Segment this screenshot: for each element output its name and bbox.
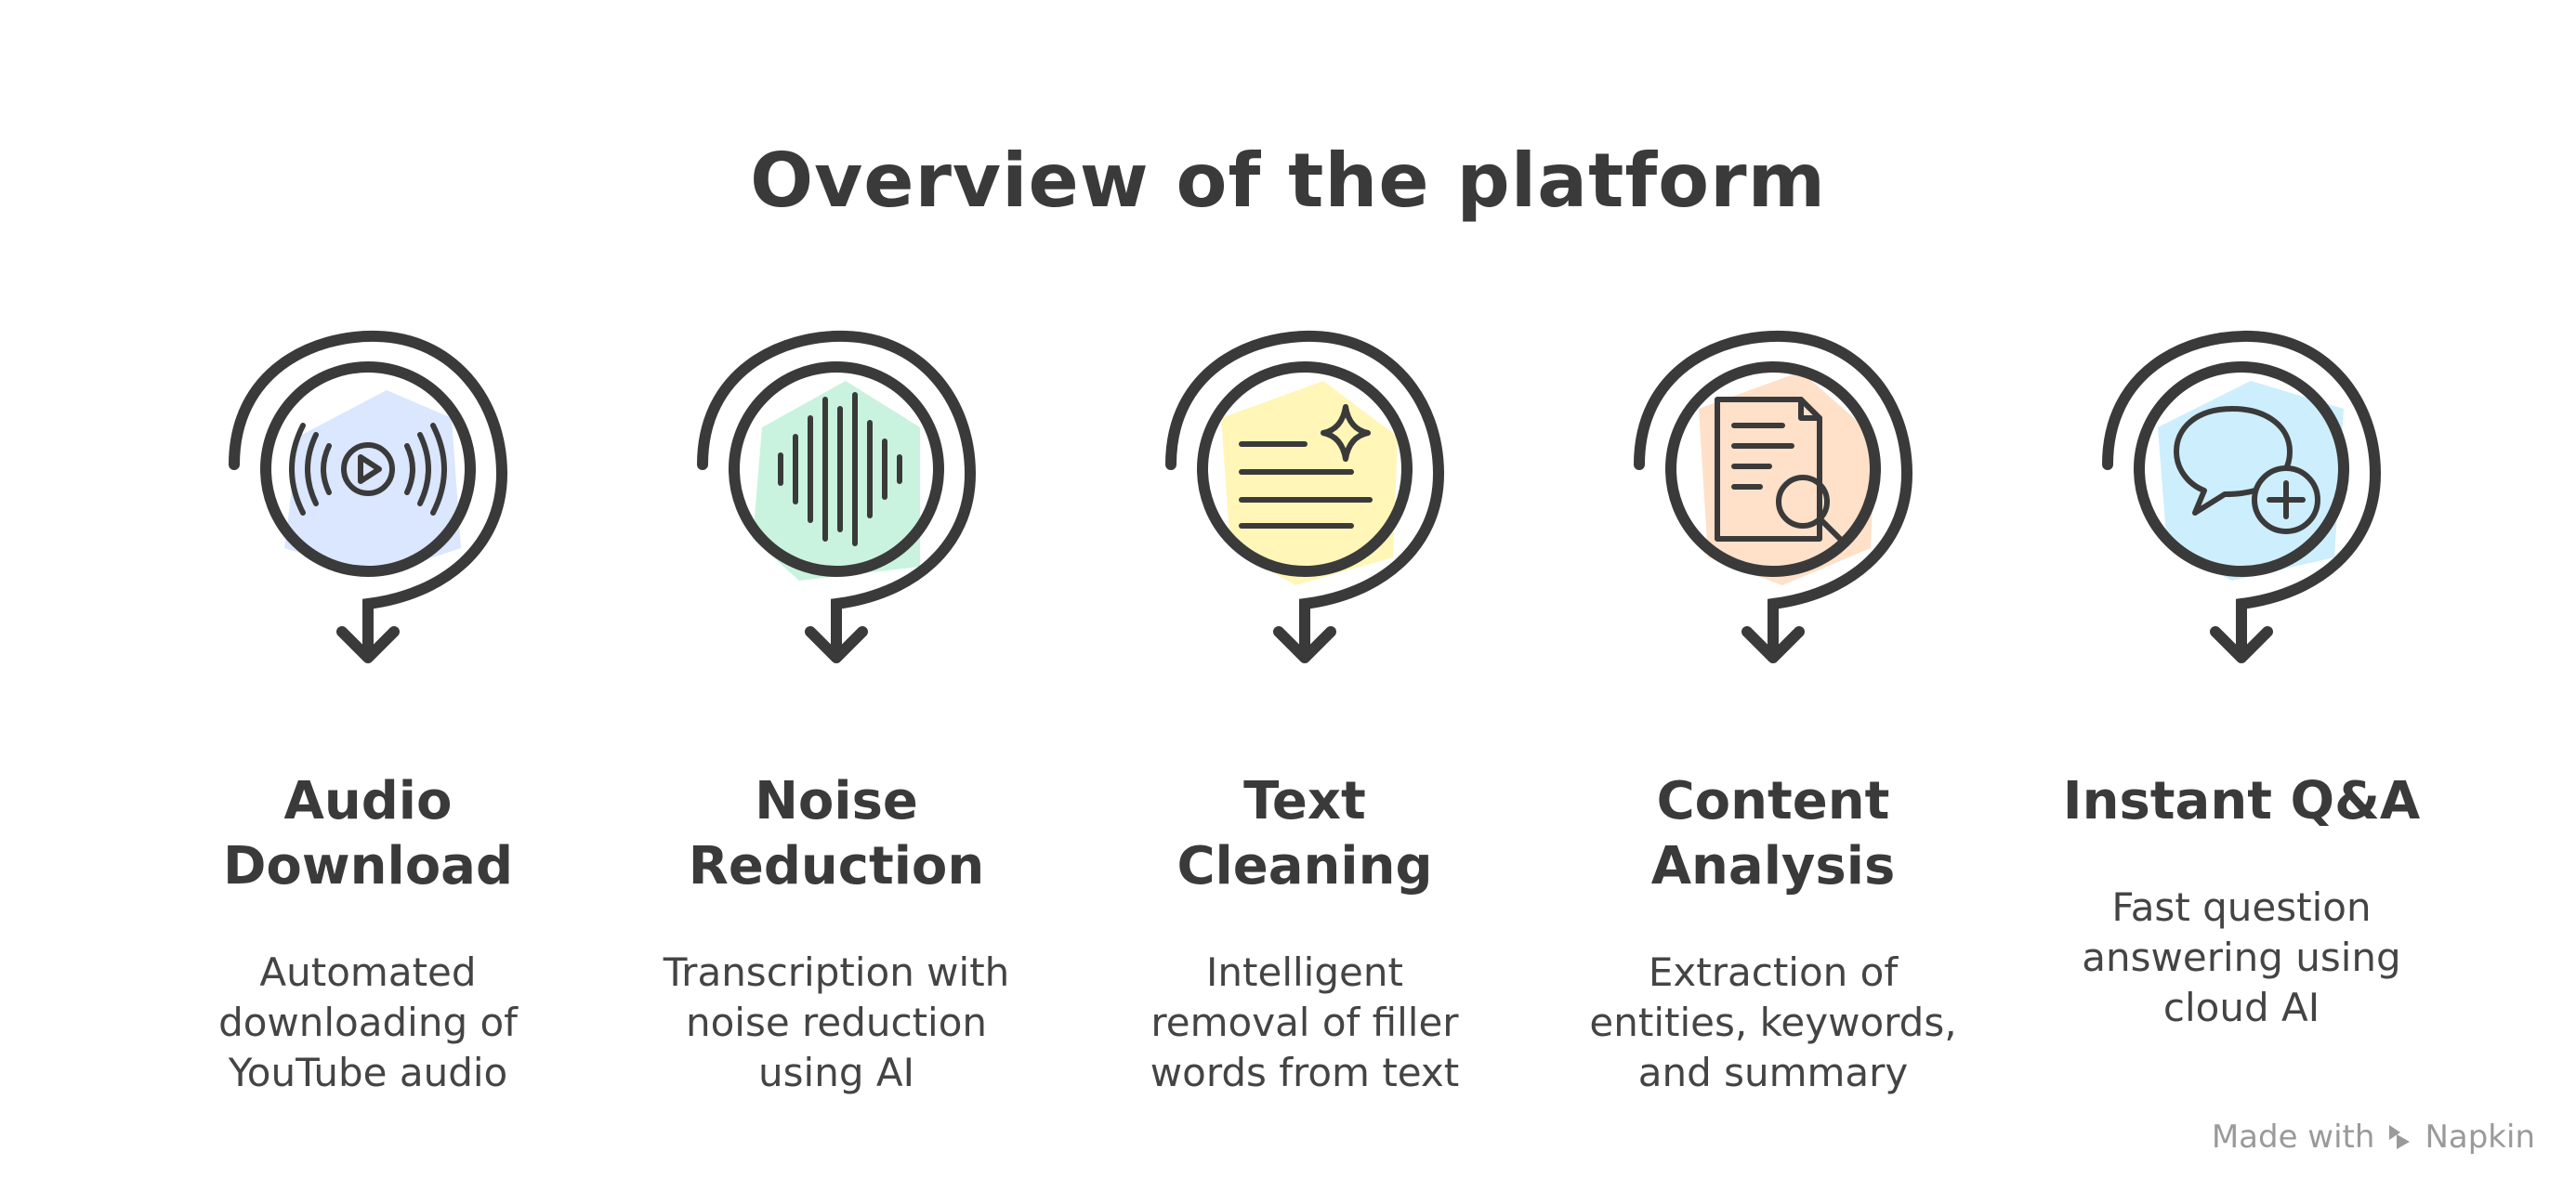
audio-play-icon [289,423,447,516]
document-search-icon [1715,397,1847,545]
step-description: Fast question answering using cloud AI [2082,884,2401,1030]
inner-ring [1197,361,1413,577]
arrow-down-icon [1273,626,1336,663]
arrow-down-icon [336,626,400,663]
chat-add-icon [2174,406,2320,534]
watermark: Made with Napkin [2212,1119,2535,1156]
step-description: Automated downloading of YouTube audio [218,949,518,1095]
step-description: Intelligent removal of filler words from… [1150,949,1460,1095]
diagram-title: Overview of the platform [750,137,1826,224]
sound-wave-icon [778,392,902,546]
inner-ring [729,361,944,577]
step-description: Transcription with noise reduction using… [663,949,1010,1095]
step-graphic [2102,330,2382,663]
color-blob [1221,381,1398,585]
inner-ring [260,361,476,577]
arrow-down-icon [2210,626,2273,663]
watermark-prefix: Made with [2211,1119,2375,1156]
arrow-down-icon [805,626,868,663]
outer-spiral [1165,330,1445,656]
outer-spiral [2102,330,2382,656]
step-heading: Instant Q&A [2062,771,2421,831]
outer-spiral [229,330,508,656]
step-graphic [1634,330,1913,663]
step-heading: Audio Download [222,771,514,896]
arrow-down-icon [1741,626,1805,663]
color-blob [753,381,920,581]
watermark-brand: Napkin [2425,1119,2535,1156]
napkin-logo-icon [2389,1125,2411,1149]
inner-ring [1665,361,1881,577]
step-heading: Text Cleaning [1176,771,1433,896]
sparkle-text-icon [1239,404,1373,529]
color-blob [284,390,461,576]
step-heading: Content Analysis [1650,771,1896,896]
outer-spiral [1634,330,1913,656]
outer-spiral [697,330,977,656]
step-graphic [229,330,508,663]
step-graphic [697,330,977,663]
inner-ring [2134,361,2349,577]
step-graphic [1165,330,1445,663]
step-heading: Noise Reduction [688,771,985,896]
step-description: Extraction of entities, keywords, and su… [1589,949,1957,1095]
